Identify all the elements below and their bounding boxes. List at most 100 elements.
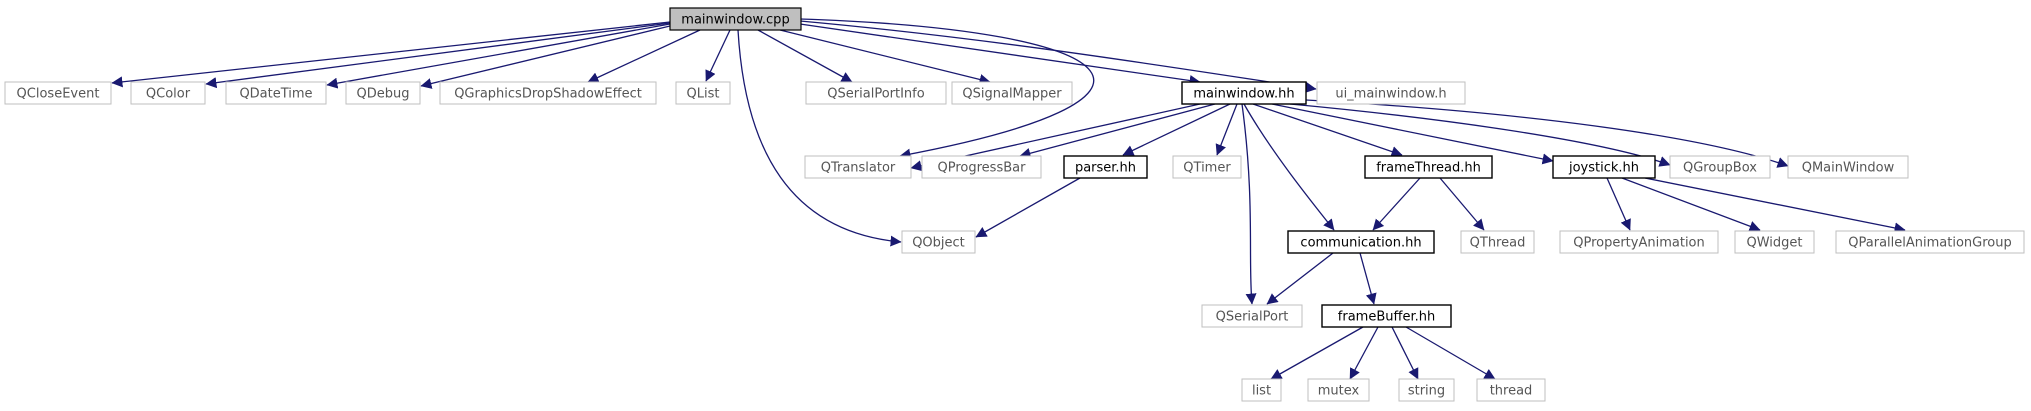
- node-qcolor: QColor: [130, 81, 206, 105]
- node-qparallelanimationgroup: QParallelAnimationGroup: [1835, 230, 2025, 254]
- edge-mainwindow-cpp-to-qlist: [705, 29, 731, 82]
- edge-mainwindow-cpp-to-qgraphicsdropshadoweffect: [587, 29, 701, 83]
- edge-framethread-hh-to-qthread: [1439, 177, 1485, 231]
- edge-mainwindow-cpp-to-mainwindow-hh: [799, 23, 1201, 86]
- node-box: [804, 155, 912, 179]
- node-label: QSerialPortInfo: [827, 87, 924, 102]
- node-joystick-hh[interactable]: joystick.hh: [1552, 155, 1656, 179]
- node-label: QGraphicsDropShadowEffect: [454, 87, 642, 102]
- node-label: mainwindow.cpp: [681, 13, 789, 28]
- node-box: [1559, 230, 1719, 254]
- node-ui-mainwindow-h: ui_mainwindow.h: [1316, 81, 1466, 105]
- node-box: [901, 230, 976, 254]
- node-box: [1063, 155, 1148, 179]
- node-qserialportinfo: QSerialPortInfo: [805, 81, 947, 105]
- edge-mainwindow-hh-to-parser-hh: [1122, 103, 1231, 156]
- edge-parser-hh-to-qobject: [975, 177, 1081, 238]
- node-qdatetime: QDateTime: [225, 81, 327, 105]
- node-communication-hh[interactable]: communication.hh: [1287, 230, 1435, 254]
- node-box: [1287, 230, 1435, 254]
- node-box: [1201, 304, 1303, 328]
- node-label: QTimer: [1183, 161, 1231, 176]
- edge-joystick-hh-to-qpropertyanimation: [1606, 177, 1631, 231]
- node-label: QDateTime: [239, 87, 312, 102]
- node-box: [1669, 155, 1771, 179]
- edge-mainwindow-hh-to-qtimer: [1215, 103, 1238, 156]
- node-framethread-hh[interactable]: frameThread.hh: [1364, 155, 1493, 179]
- edge-mainwindow-cpp-to-qcolor: [205, 22, 671, 89]
- node-label: communication.hh: [1300, 236, 1421, 251]
- node-label: QList: [687, 87, 720, 102]
- node-qmainwindow: QMainWindow: [1787, 155, 1909, 179]
- edge-mainwindow-cpp-to-qdebug: [420, 25, 671, 89]
- edge-communication-hh-to-framebuffer-hh: [1359, 252, 1377, 305]
- node-label: mutex: [1318, 384, 1360, 399]
- node-qdebug: QDebug: [345, 81, 421, 105]
- edge-mainwindow-cpp-to-qdatetime: [326, 23, 671, 89]
- node-label: QPropertyAnimation: [1573, 236, 1705, 251]
- node-qgroupbox: QGroupBox: [1669, 155, 1771, 179]
- node-box: [1307, 378, 1370, 402]
- node-box: [921, 155, 1042, 179]
- node-box: [439, 81, 657, 105]
- node-label: QDebug: [357, 87, 410, 102]
- edge-communication-hh-to-qserialport: [1266, 252, 1334, 305]
- node-qwidget: QWidget: [1734, 230, 1815, 254]
- edges-layer: [111, 18, 1906, 380]
- node-thread: thread: [1476, 378, 1546, 402]
- node-qprogressbar: QProgressBar: [921, 155, 1042, 179]
- edge-framebuffer-hh-to-list: [1270, 326, 1364, 380]
- edge-mainwindow-hh-to-qserialport: [1241, 103, 1257, 305]
- node-box: [1398, 378, 1455, 402]
- node-qlist: QList: [675, 81, 731, 105]
- node-label: QGroupBox: [1683, 161, 1757, 176]
- node-label: ui_mainwindow.h: [1335, 87, 1446, 102]
- node-label: frameThread.hh: [1376, 161, 1481, 176]
- node-label: QParallelAnimationGroup: [1848, 236, 2011, 251]
- node-string: string: [1398, 378, 1455, 402]
- node-box: [1181, 81, 1307, 105]
- edge-mainwindow-cpp-to-qtranslator: [799, 18, 1095, 160]
- node-qthread: QThread: [1460, 230, 1535, 254]
- node-framebuffer-hh[interactable]: frameBuffer.hh: [1321, 304, 1452, 328]
- node-label: QObject: [912, 236, 965, 251]
- node-label: string: [1408, 384, 1445, 399]
- node-box: [1364, 155, 1493, 179]
- node-box: [805, 81, 947, 105]
- edge-mainwindow-hh-to-communication-hh: [1243, 103, 1335, 231]
- edge-mainwindow-cpp-to-ui-mainwindow-h: [799, 20, 1317, 93]
- node-box: [1835, 230, 2025, 254]
- node-box: [951, 81, 1073, 105]
- node-box: [1316, 81, 1466, 105]
- node-box: [4, 81, 112, 105]
- node-qtranslator: QTranslator: [804, 155, 912, 179]
- node-parser-hh[interactable]: parser.hh: [1063, 155, 1148, 179]
- node-qtimer: QTimer: [1172, 155, 1242, 179]
- node-box: [1460, 230, 1535, 254]
- node-box: [1321, 304, 1452, 328]
- node-qcloseevent: QCloseEvent: [4, 81, 112, 105]
- node-qsignalmapper: QSignalMapper: [951, 81, 1073, 105]
- node-label: QCloseEvent: [17, 87, 100, 102]
- node-label: frameBuffer.hh: [1338, 310, 1435, 325]
- edge-mainwindow-hh-to-qprogressbar: [1019, 103, 1216, 159]
- node-box: [669, 7, 802, 31]
- edge-mainwindow-hh-to-joystick-hh: [1271, 103, 1554, 165]
- node-mainwindow-hh[interactable]: mainwindow.hh: [1181, 81, 1307, 105]
- node-box: [675, 81, 731, 105]
- node-qserialport: QSerialPort: [1201, 304, 1303, 328]
- node-label: mainwindow.hh: [1193, 87, 1294, 102]
- node-label: QProgressBar: [938, 161, 1027, 176]
- node-label: QThread: [1470, 236, 1526, 251]
- node-box: [1241, 378, 1282, 402]
- node-mainwindow-cpp[interactable]: mainwindow.cpp: [669, 7, 802, 31]
- node-box: [345, 81, 421, 105]
- node-box: [1552, 155, 1656, 179]
- node-box: [225, 81, 327, 105]
- node-label: QMainWindow: [1802, 161, 1895, 176]
- node-qgraphicsdropshadoweffect: QGraphicsDropShadowEffect: [439, 81, 657, 105]
- edge-framebuffer-hh-to-mutex: [1349, 326, 1379, 380]
- edge-mainwindow-hh-to-framethread-hh: [1252, 103, 1403, 157]
- node-list: list: [1241, 378, 1282, 402]
